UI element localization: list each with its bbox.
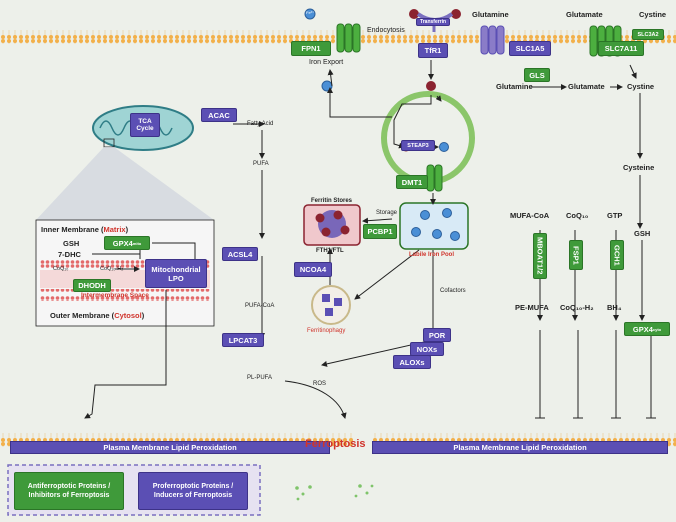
- pm-lpo-left-bar: Plasma Membrane Lipid Peroxidation: [10, 441, 330, 454]
- bh4-label: BH₄: [607, 303, 622, 312]
- gtp-label: GTP: [607, 211, 623, 220]
- slc7a11-label: SLC7A11: [598, 41, 644, 56]
- slc3a2-label: SLC3A2: [632, 29, 664, 40]
- por-label: POR: [423, 328, 451, 342]
- cystine-label: Cystine: [627, 82, 655, 91]
- steap3-label: STEAP3: [401, 140, 435, 151]
- gls-label: GLS: [524, 68, 550, 82]
- acsl4-label: ACSL4: [222, 247, 258, 261]
- pcbp1-label: PCBP1: [363, 224, 397, 239]
- pufa-coa-label: PUFA-CoA: [245, 303, 275, 309]
- fsp1-label: FSP1: [569, 240, 583, 270]
- ros-label: ROS: [313, 381, 327, 387]
- iron-export-label: Iron Export: [309, 59, 344, 66]
- dmt1-label: DMT1: [396, 175, 428, 189]
- fpn1-label: FPN1: [291, 41, 331, 56]
- cell-debris: [295, 484, 374, 501]
- endocytosis-label: Endocytosis: [367, 27, 405, 34]
- ferritinophagy-label: Ferritinophagy: [307, 328, 346, 334]
- pe-mufa-label: PE-MUFA: [515, 303, 549, 312]
- coq10h2-label: CoQ₁₀-H₂: [560, 303, 594, 312]
- transferrin-label: Transferrin: [416, 18, 450, 26]
- fpn1-channel-icon: [336, 23, 361, 53]
- pufa-label: PUFA: [253, 161, 269, 167]
- mito-coq10h2-label: CoQ₁₀-H₂: [100, 266, 124, 272]
- glutamine-label: Glutamine: [496, 82, 533, 91]
- cystine-top-label: Cystine: [639, 10, 667, 19]
- glutamate-top-label: Glutamate: [566, 10, 603, 19]
- outer-membrane-label: Outer Membrane (Cytosol): [50, 311, 145, 320]
- outer-membrane-band: [40, 289, 210, 301]
- coq10-label: CoQ₁₀: [566, 211, 589, 220]
- flow-arrows: [84, 60, 645, 419]
- lpcat3-label: LPCAT3: [222, 333, 264, 347]
- labile-iron-pool-box: [399, 202, 469, 250]
- glutamate-label: Glutamate: [568, 82, 605, 91]
- gsh-label: GSH: [634, 229, 651, 238]
- mufa-coa-label: MUFA-CoA: [510, 211, 550, 220]
- dhodh-label: DHODH: [73, 279, 111, 292]
- storage-label: Storage: [376, 210, 398, 216]
- fth1-ftl-label: FTH1/FTL: [316, 248, 344, 254]
- fe3-label-top: Fe³⁺: [306, 10, 315, 15]
- zoom-cone: [36, 147, 214, 220]
- intermembrane-space-label: Intermembrane Space: [81, 292, 149, 299]
- mboat-label: MBOAT1/2: [533, 233, 547, 279]
- acac-label: ACAC: [201, 108, 237, 122]
- cofactors-label: Cofactors: [440, 288, 466, 294]
- seven-dhc-label: 7-DHC: [58, 250, 81, 259]
- ncoa4-label: NCOA4: [294, 262, 332, 277]
- dmt1-channel-icon: [426, 164, 443, 192]
- pm-lpo-right-bar: Plasma Membrane Lipid Peroxidation: [372, 441, 668, 454]
- slc1a5-label: SLC1A5: [509, 41, 551, 56]
- gch1-label: GCH1: [610, 240, 624, 270]
- cysteine-label: Cysteine: [623, 163, 655, 172]
- inner-membrane-label: Inner Membrane (Matrix): [41, 225, 129, 234]
- legend-proferroptotic: Proferroptotic Proteins /Inducers of Fer…: [138, 472, 248, 510]
- noxs-label: NOXs: [410, 342, 444, 356]
- labile-iron-pool-label: Labile Iron Pool: [409, 252, 455, 258]
- fatty-acid-label: Fatty Acid: [247, 121, 274, 127]
- legend-antiferroptotic: Antiferroptotic Proteins /Inhibitors of …: [14, 472, 124, 510]
- glutamine-top-label: Glutamine: [472, 10, 509, 19]
- mito-coq10-label: CoQ₁₀: [53, 266, 69, 272]
- pl-pufa-label: PL-PUFA: [247, 375, 273, 381]
- aloxs-label: ALOXs: [393, 355, 431, 369]
- slc1a5-channel-icon: [480, 25, 505, 55]
- ferritin-stores-label: Ferritin Stores: [311, 198, 353, 204]
- ferroptosis-label: Ferroptosis: [305, 438, 366, 450]
- mito-gsh-label: GSH: [63, 239, 80, 248]
- tfr1-label: TfR1: [418, 43, 448, 58]
- ferritinophagy-icon: [311, 285, 351, 325]
